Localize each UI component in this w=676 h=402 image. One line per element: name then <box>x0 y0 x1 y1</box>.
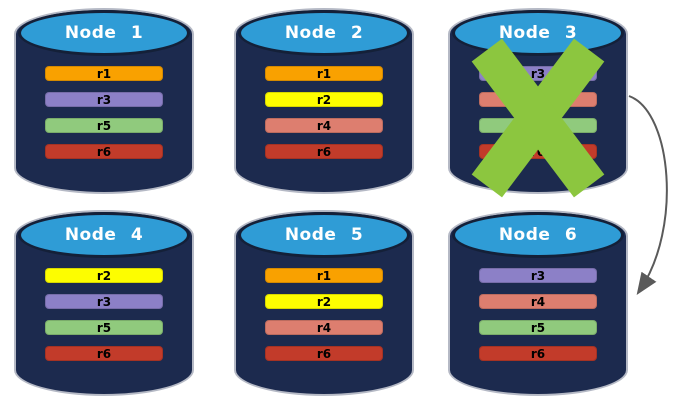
replica-label: r6 <box>316 346 332 361</box>
replica-bar-r3: r3 <box>45 92 163 107</box>
node-5-header: Node 5 <box>238 212 410 258</box>
replica-label: r3 <box>96 92 112 107</box>
replica-bar-r6: r6 <box>479 144 597 159</box>
replica-bar-r5: r5 <box>45 320 163 335</box>
replica-label: r3 <box>530 66 546 81</box>
replica-bar-r2: r2 <box>45 268 163 283</box>
node-6-header: Node 6 <box>452 212 624 258</box>
replica-bar-r5: r5 <box>45 118 163 133</box>
node-4-replicas: r2 r3 r5 r6 <box>45 268 163 361</box>
replica-bar-r4: r4 <box>265 320 383 335</box>
replica-bar-r6: r6 <box>265 346 383 361</box>
node-2: Node 2 r1 r2 r4 r6 <box>234 8 414 194</box>
replica-label: r6 <box>530 346 546 361</box>
replica-bar-r1: r1 <box>45 66 163 81</box>
replica-bar-r5: r5 <box>479 320 597 335</box>
replica-label: r3 <box>96 294 112 309</box>
replica-bar-r6: r6 <box>479 346 597 361</box>
node-4: Node 4 r2 r3 r5 r6 <box>14 210 194 396</box>
node-6-title: Node 6 <box>498 225 578 245</box>
replica-bar-r4: r4 <box>479 294 597 309</box>
replica-bar-r6: r6 <box>265 144 383 159</box>
replica-label: r1 <box>316 66 332 81</box>
node-1: Node 1 r1 r3 r5 r6 <box>14 8 194 194</box>
replica-label: r5 <box>530 320 546 335</box>
node-5: Node 5 r1 r2 r4 r6 <box>234 210 414 396</box>
replica-bar-r1: r1 <box>265 66 383 81</box>
replica-label: r4 <box>316 118 332 133</box>
replica-bar-r1: r1 <box>265 268 383 283</box>
replica-label: r2 <box>316 92 332 107</box>
node-6-replicas: r3 r4 r5 r6 <box>479 268 597 361</box>
node-4-header: Node 4 <box>18 212 190 258</box>
node-2-replicas: r1 r2 r4 r6 <box>265 66 383 159</box>
replica-label: r4 <box>530 92 546 107</box>
replica-bar-r6: r6 <box>45 144 163 159</box>
replica-bar-r2: r2 <box>265 294 383 309</box>
replica-label: r2 <box>316 294 332 309</box>
node-2-title: Node 2 <box>284 23 364 43</box>
node-6: Node 6 r3 r4 r5 r6 <box>448 210 628 396</box>
failover-arrow-path <box>628 95 668 295</box>
replica-label: r5 <box>96 118 112 133</box>
replica-bar-r4: r4 <box>479 92 597 107</box>
node-3: Node 3 r3 r4 r5 r6 <box>448 8 628 198</box>
replica-bar-r3: r3 <box>479 268 597 283</box>
replica-label: r5 <box>96 320 112 335</box>
replica-label: r6 <box>530 144 546 159</box>
node-3-replicas: r3 r4 r5 r6 <box>479 66 597 159</box>
node-5-replicas: r1 r2 r4 r6 <box>265 268 383 361</box>
replica-label: r6 <box>96 144 112 159</box>
replica-bar-r3: r3 <box>479 66 597 81</box>
node-1-header: Node 1 <box>18 10 190 56</box>
replica-bar-r5: r5 <box>479 118 597 133</box>
replica-label: r4 <box>316 320 332 335</box>
replica-label: r6 <box>96 346 112 361</box>
replica-label: r3 <box>530 268 546 283</box>
node-2-header: Node 2 <box>238 10 410 56</box>
replica-label: r6 <box>316 144 332 159</box>
node-4-title: Node 4 <box>64 225 144 245</box>
node-5-title: Node 5 <box>284 225 364 245</box>
replica-bar-r2: r2 <box>265 92 383 107</box>
replica-label: r4 <box>530 294 546 309</box>
replica-label: r2 <box>96 268 112 283</box>
node-3-title: Node 3 <box>498 23 578 43</box>
node-3-header: Node 3 <box>452 10 624 56</box>
replica-bar-r3: r3 <box>45 294 163 309</box>
replica-label: r5 <box>530 118 546 133</box>
replica-label: r1 <box>96 66 112 81</box>
replica-bar-r6: r6 <box>45 346 163 361</box>
replica-label: r1 <box>316 268 332 283</box>
node-1-title: Node 1 <box>64 23 144 43</box>
node-1-replicas: r1 r3 r5 r6 <box>45 66 163 159</box>
replica-bar-r4: r4 <box>265 118 383 133</box>
